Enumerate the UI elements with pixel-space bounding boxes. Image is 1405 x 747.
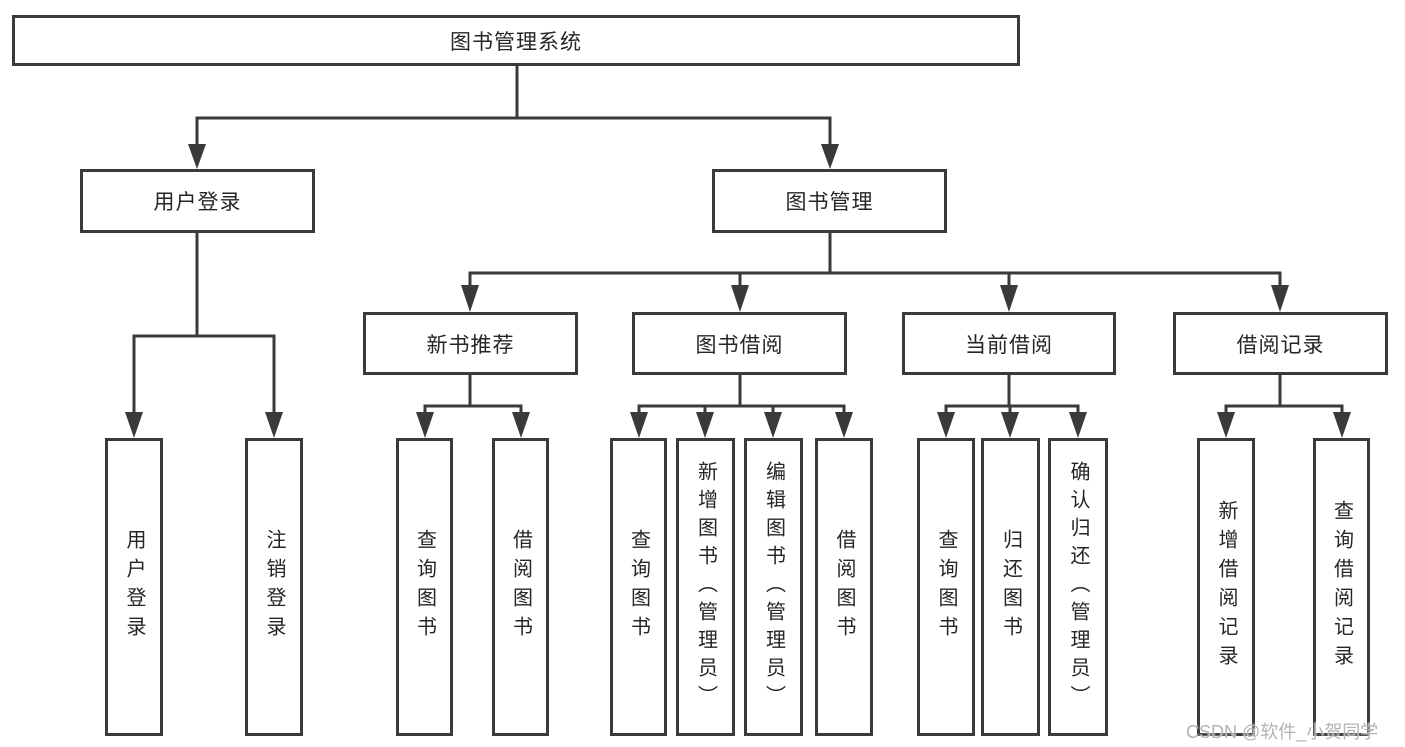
node-user-login: 用户登录	[80, 169, 315, 233]
leaf-borrowing-query-books: 查询图书	[610, 438, 667, 736]
leaf-records-add-record-label: 新增借阅记录	[1215, 500, 1237, 674]
node-book-management-label: 图书管理	[785, 191, 874, 214]
leaf-logout: 注销登录	[245, 438, 303, 736]
leaf-current-confirm-return-admin-label: 确认归还（管理员）	[1067, 461, 1089, 713]
node-book-management: 图书管理	[712, 169, 947, 233]
leaf-borrowing-add-books-admin-label: 新增图书（管理员）	[694, 461, 717, 713]
csdn-watermark: CSDN @软件_小贺同学	[1186, 722, 1379, 742]
leaf-current-confirm-return-admin: 确认归还（管理员）	[1048, 438, 1108, 736]
leaf-records-query-record: 查询借阅记录	[1313, 438, 1370, 736]
leaf-borrowing-borrow-books-label: 借阅图书	[833, 529, 855, 645]
node-book-borrowing: 图书借阅	[632, 312, 847, 375]
node-library-management-system-label: 图书管理系统	[450, 30, 582, 54]
leaf-current-return-books: 归还图书	[981, 438, 1040, 736]
leaf-records-add-record: 新增借阅记录	[1197, 438, 1255, 736]
leaf-newbooks-borrow-books: 借阅图书	[492, 438, 549, 736]
leaf-records-query-record-label: 查询借阅记录	[1330, 500, 1353, 674]
leaf-current-query-books-label: 查询图书	[935, 529, 957, 645]
node-borrowing-records-label: 借阅记录	[1236, 333, 1325, 357]
node-current-borrowing-label: 当前借阅	[965, 333, 1053, 357]
leaf-borrowing-borrow-books: 借阅图书	[815, 438, 873, 736]
leaf-current-query-books: 查询图书	[917, 438, 975, 736]
leaf-borrowing-add-books-admin: 新增图书（管理员）	[676, 438, 735, 736]
node-new-book-recommendation-label: 新书推荐	[426, 333, 515, 357]
leaf-newbooks-borrow-books-label: 借阅图书	[509, 529, 532, 645]
leaf-newbooks-query-books: 查询图书	[396, 438, 453, 736]
arrowheads	[125, 144, 1351, 438]
node-new-book-recommendation: 新书推荐	[363, 312, 578, 375]
leaf-borrowing-edit-books-admin-label: 编辑图书（管理员）	[762, 461, 785, 713]
leaf-borrowing-query-books-label: 查询图书	[627, 529, 650, 645]
node-library-management-system: 图书管理系统	[12, 15, 1020, 66]
leaf-user-login-label: 用户登录	[123, 529, 145, 645]
leaf-logout-label: 注销登录	[263, 529, 285, 645]
node-current-borrowing: 当前借阅	[902, 312, 1116, 375]
node-book-borrowing-label: 图书借阅	[695, 333, 784, 357]
leaf-user-login: 用户登录	[105, 438, 163, 736]
leaf-current-return-books-label: 归还图书	[999, 529, 1022, 645]
leaf-newbooks-query-books-label: 查询图书	[413, 529, 436, 645]
node-user-login-label: 用户登录	[153, 191, 242, 214]
node-borrowing-records: 借阅记录	[1173, 312, 1388, 375]
leaf-borrowing-edit-books-admin: 编辑图书（管理员）	[744, 438, 803, 736]
